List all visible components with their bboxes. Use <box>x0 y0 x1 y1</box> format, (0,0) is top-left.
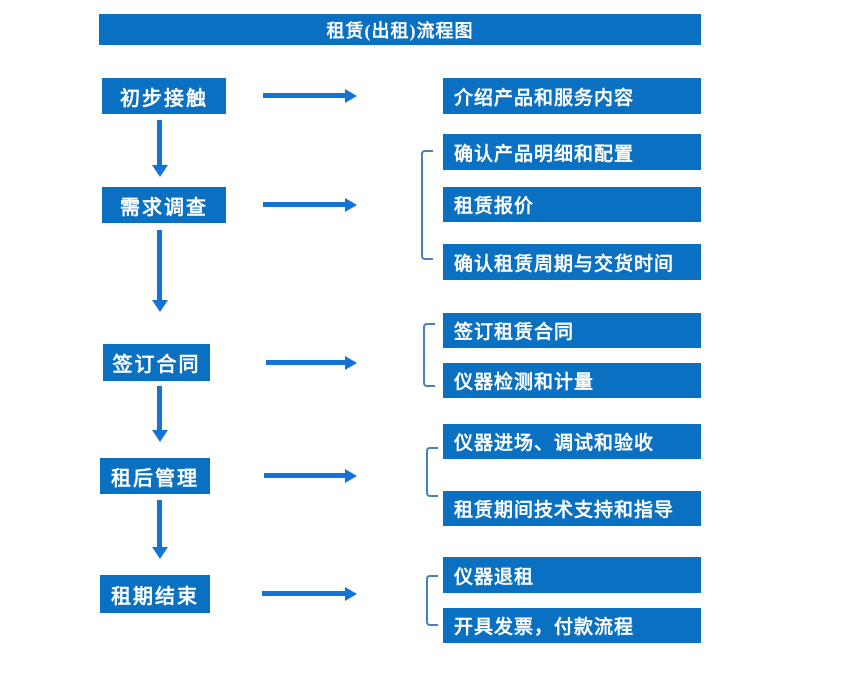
output-box-confirm-product-details: 确认产品明细和配置 <box>443 134 701 170</box>
stage-label: 初步接触 <box>120 87 208 110</box>
down-arrow-4 <box>157 500 162 548</box>
stage-label: 签订合同 <box>112 354 201 376</box>
stage-box-demand-survey: 需求调查 <box>102 187 226 223</box>
stage-box-sign-contract: 签订合同 <box>103 344 210 381</box>
stage-box-initial-contact: 初步接触 <box>102 78 226 114</box>
stage-label: 需求调查 <box>120 196 208 219</box>
bracket-sign-contract <box>423 323 435 387</box>
down-arrow-3 <box>157 386 162 431</box>
output-box-technical-support: 租赁期间技术支持和指导 <box>443 491 701 526</box>
bracket-demand-survey <box>421 150 433 260</box>
down-arrow-2 <box>157 230 162 301</box>
bracket-lease-end <box>426 575 438 626</box>
output-label: 签订租赁合同 <box>454 322 575 343</box>
bracket-post-rental <box>426 447 438 497</box>
output-box-introduce-products: 介绍产品和服务内容 <box>443 78 701 114</box>
stage-box-lease-end: 租期结束 <box>100 575 210 613</box>
output-box-instrument-testing: 仪器检测和计量 <box>443 363 701 398</box>
right-arrow-1 <box>263 93 346 98</box>
right-arrow-4 <box>264 473 346 478</box>
stage-label: 租期结束 <box>111 585 199 608</box>
output-label: 租赁报价 <box>454 196 535 217</box>
output-label: 确认产品明细和配置 <box>454 143 635 165</box>
output-box-sign-rental-contract: 签订租赁合同 <box>443 313 701 348</box>
page-title: 租赁(出租)流程图 <box>326 20 474 41</box>
output-label: 租赁期间技术支持和指导 <box>454 500 675 521</box>
right-arrow-3 <box>266 360 346 365</box>
output-label: 仪器退租 <box>454 566 535 588</box>
output-label: 开具发票，付款流程 <box>454 617 635 638</box>
output-box-instrument-return: 仪器退租 <box>443 557 701 593</box>
stage-box-post-rental-management: 租后管理 <box>100 458 210 494</box>
right-arrow-5 <box>262 591 346 596</box>
right-arrow-2 <box>263 202 346 207</box>
stage-label: 租后管理 <box>111 467 199 490</box>
output-box-confirm-rental-period: 确认租赁周期与交货时间 <box>443 244 701 280</box>
down-arrow-1 <box>157 120 162 166</box>
output-label: 介绍产品和服务内容 <box>454 87 635 109</box>
output-label: 仪器检测和计量 <box>454 372 595 393</box>
output-label: 确认租赁周期与交货时间 <box>454 253 675 275</box>
output-box-invoice-payment: 开具发票，付款流程 <box>443 608 701 643</box>
output-box-rental-quote: 租赁报价 <box>443 187 701 222</box>
title-bar: 租赁(出租)流程图 <box>99 14 701 45</box>
output-label: 仪器进场、调试和验收 <box>454 433 655 454</box>
output-box-instrument-setup: 仪器进场、调试和验收 <box>443 424 701 459</box>
